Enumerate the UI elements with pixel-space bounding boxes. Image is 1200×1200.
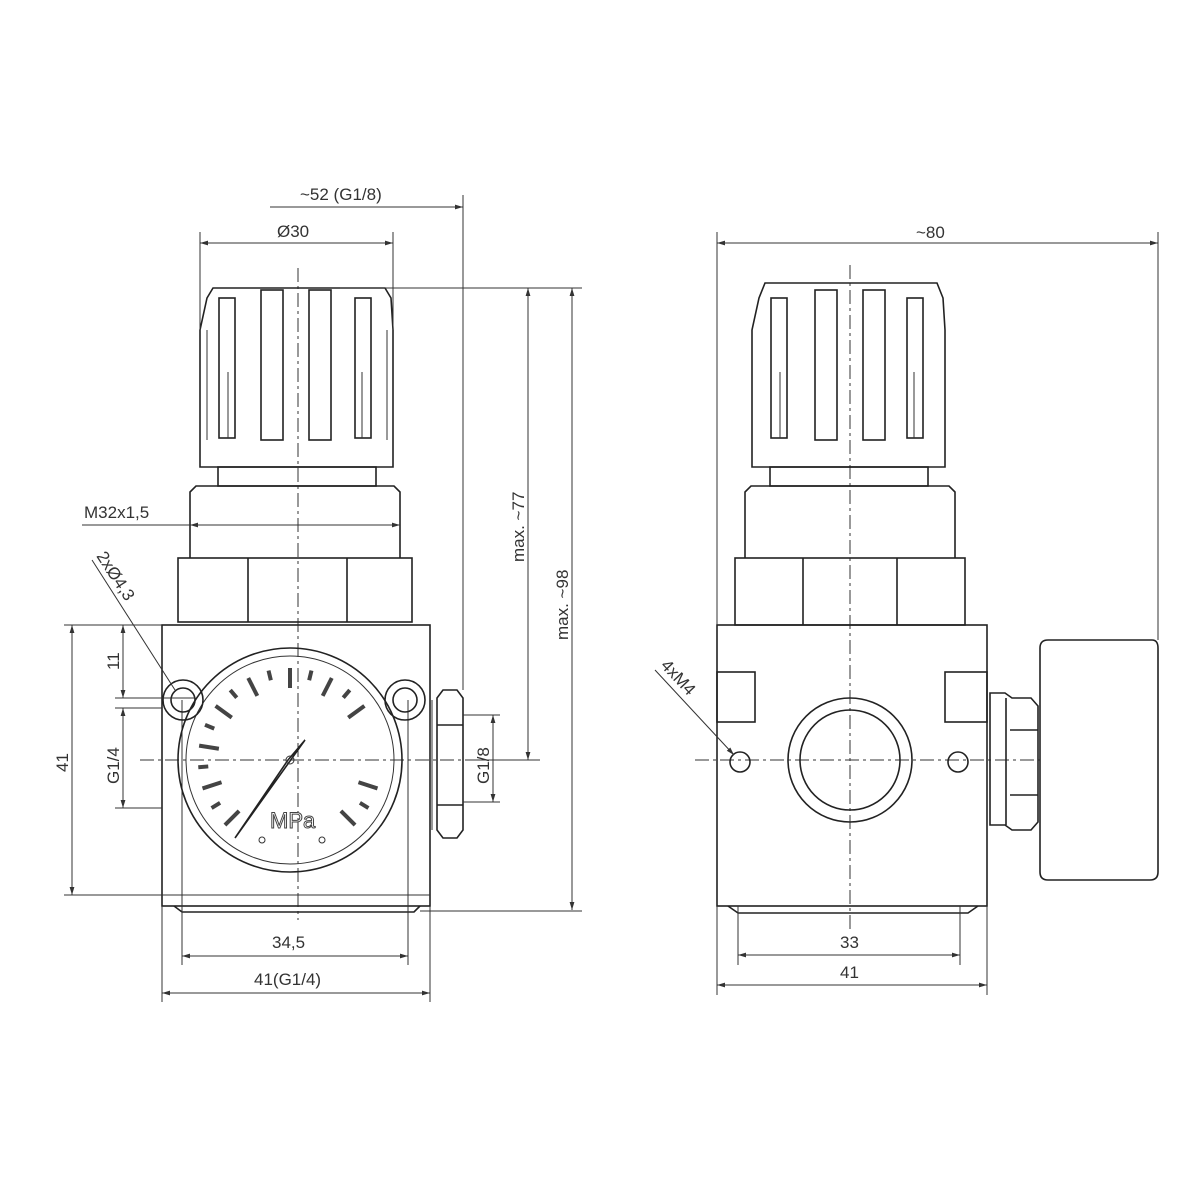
dim-side-threads: 4xM4 xyxy=(657,656,699,699)
gauge-tick xyxy=(266,670,273,681)
gauge-port-fitting xyxy=(431,689,464,839)
dim-holes: 2xØ4,3 xyxy=(93,548,139,604)
dim-side-width-inner: 33 xyxy=(840,933,859,952)
neck xyxy=(217,466,377,487)
adjusting-knob xyxy=(751,282,946,468)
body xyxy=(161,624,431,913)
gauge-tick xyxy=(307,670,314,681)
dim-height-98: max. ~98 xyxy=(553,570,572,640)
gauge-tick xyxy=(246,677,260,697)
pressure-gauge: MPa xyxy=(177,647,403,873)
dim-port-gauge: G1/8 xyxy=(474,747,493,784)
gauge-unit-label: MPa xyxy=(270,808,316,833)
side-view: ~80 4xM4 33 41 xyxy=(654,223,1159,995)
gauge-tick xyxy=(228,688,239,699)
dim-side-width-body: 41 xyxy=(840,963,859,982)
gauge-tick xyxy=(204,722,216,731)
gauge-tick xyxy=(198,743,220,751)
side-gauge xyxy=(1039,639,1159,881)
gauge-tick xyxy=(214,704,233,720)
gauge-tick xyxy=(339,809,357,827)
gauge-tick xyxy=(210,801,222,810)
gauge-tick xyxy=(223,809,241,827)
dim-body-height: 41 xyxy=(53,753,72,772)
port-inner xyxy=(799,709,901,811)
adjusting-knob xyxy=(199,287,394,468)
gauge-tick xyxy=(358,801,370,810)
gauge-tick xyxy=(320,677,334,697)
threaded-bonnet xyxy=(189,485,401,558)
front-view: MPa ~52 (G1/8) Ø30 max. ~77 max. ~98 M32… xyxy=(53,185,582,1002)
dim-hole-offset: 11 xyxy=(104,652,123,670)
dim-knob-diameter: Ø30 xyxy=(277,222,309,241)
dim-side-width-overall: ~80 xyxy=(916,223,945,242)
dim-width-inner: 34,5 xyxy=(272,933,305,952)
gauge-tick xyxy=(341,688,352,699)
dim-width-overall: ~52 (G1/8) xyxy=(300,185,382,204)
gauge-tick xyxy=(357,780,379,791)
mounting-holes xyxy=(162,679,426,721)
gauge-needle xyxy=(234,739,306,839)
dim-height-77: max. ~77 xyxy=(509,492,528,562)
hex-nut xyxy=(177,557,413,623)
gauge-tick xyxy=(347,704,366,720)
dim-width-body: 41(G1/4) xyxy=(254,970,321,989)
gauge-tick xyxy=(198,764,209,770)
gauge-tick xyxy=(201,780,223,791)
port-outer xyxy=(787,697,913,823)
dim-port-in: G1/4 xyxy=(104,747,123,784)
dim-thread: M32x1,5 xyxy=(84,503,149,522)
gauge-ticks xyxy=(198,668,379,827)
